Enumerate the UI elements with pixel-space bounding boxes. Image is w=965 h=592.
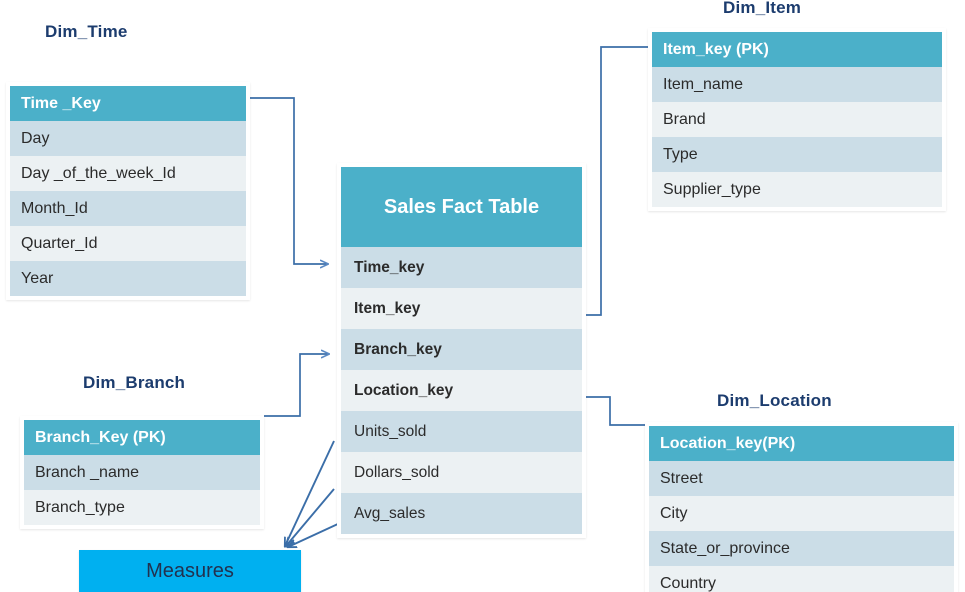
dim-item-field-row[interactable]: Item_name (652, 67, 942, 102)
dim-time-field-row[interactable]: Quarter_Id (10, 226, 246, 261)
dim-item-key-row[interactable]: Item_key (PK) (652, 32, 942, 67)
dim-item-title: Dim_Item (723, 0, 802, 17)
fact-row-item-key[interactable]: Item_key (341, 288, 582, 329)
connector-units-sold-to-measures (285, 440, 335, 546)
dim-location-field-row[interactable]: State_or_province (649, 531, 954, 566)
dim-branch-table[interactable]: Branch_Key (PK) Branch _name Branch_type (20, 416, 264, 529)
dim-item-field-row[interactable]: Type (652, 137, 942, 172)
dim-location-field-row[interactable]: Country (649, 566, 954, 592)
dim-location-field-row[interactable]: City (649, 496, 954, 531)
dim-time-title: Dim_Time (45, 22, 128, 41)
dim-time-table[interactable]: Time _Key Day Day _of_the_week_Id Month_… (6, 82, 250, 300)
dim-location-table[interactable]: Location_key(PK) Street City State_or_pr… (645, 422, 958, 592)
dim-branch-field-row[interactable]: Branch_type (24, 490, 260, 525)
fact-row-avg-sales[interactable]: Avg_sales (341, 493, 582, 534)
connector-item-to-fact (580, 46, 652, 315)
dim-time-field-row[interactable]: Day (10, 121, 246, 156)
dim-branch-field-row[interactable]: Branch _name (24, 455, 260, 490)
connector-avg-sales-to-measures (288, 522, 341, 547)
connector-dollars-sold-to-measures (286, 488, 335, 546)
connector-branch-to-fact (264, 354, 329, 417)
connector-location-to-fact (581, 397, 648, 426)
dim-item-field-row[interactable]: Brand (652, 102, 942, 137)
dim-location-title: Dim_Location (717, 391, 832, 410)
fact-table-title: Sales Fact Table (341, 167, 582, 247)
dim-time-field-row[interactable]: Month_Id (10, 191, 246, 226)
sales-fact-table[interactable]: Sales Fact Table Time_key Item_key Branc… (337, 163, 586, 538)
measures-box[interactable]: Measures (79, 550, 301, 592)
fact-row-branch-key[interactable]: Branch_key (341, 329, 582, 370)
fact-row-units-sold[interactable]: Units_sold (341, 411, 582, 452)
dim-item-field-row[interactable]: Supplier_type (652, 172, 942, 207)
dim-branch-title: Dim_Branch (83, 373, 186, 392)
dim-branch-key-row[interactable]: Branch_Key (PK) (24, 420, 260, 455)
dim-location-key-row[interactable]: Location_key(PK) (649, 426, 954, 461)
dim-time-field-row[interactable]: Year (10, 261, 246, 296)
fact-row-dollars-sold[interactable]: Dollars_sold (341, 452, 582, 493)
connector-time-to-fact (236, 97, 328, 264)
dim-item-table[interactable]: Item_key (PK) Item_name Brand Type Suppl… (648, 28, 946, 211)
dim-location-field-row[interactable]: Street (649, 461, 954, 496)
dim-time-field-row[interactable]: Day _of_the_week_Id (10, 156, 246, 191)
fact-row-time-key[interactable]: Time_key (341, 247, 582, 288)
dim-time-key-row[interactable]: Time _Key (10, 86, 246, 121)
fact-row-location-key[interactable]: Location_key (341, 370, 582, 411)
